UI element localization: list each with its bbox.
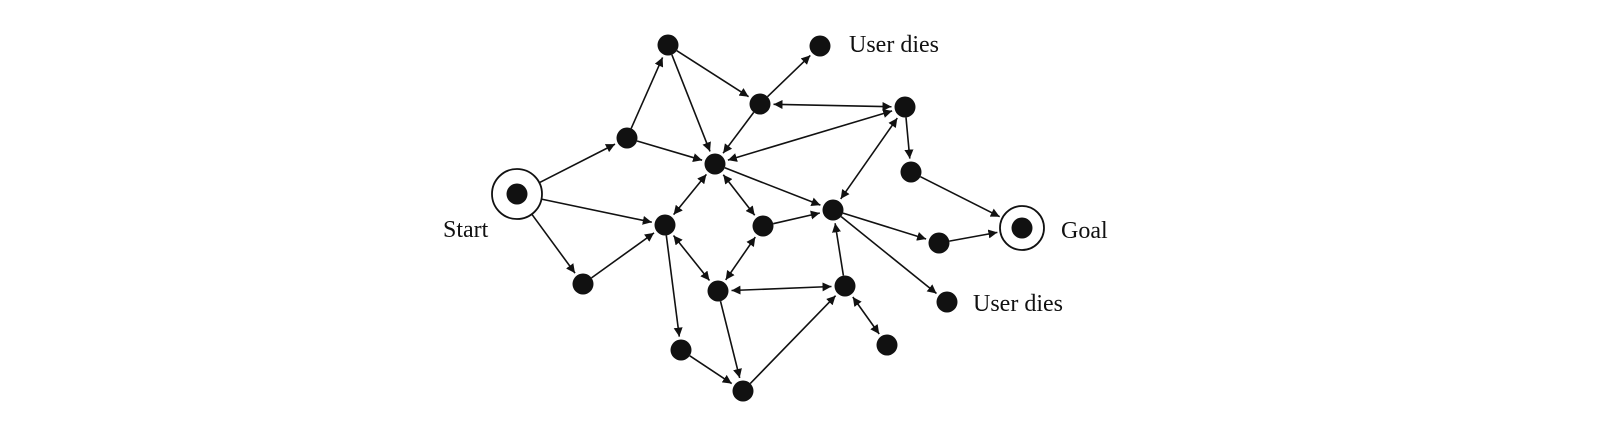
edge-n3-die_upper xyxy=(766,54,811,98)
node-goal xyxy=(1011,217,1033,239)
edge-n14-n10 xyxy=(832,223,845,276)
node-n2 xyxy=(616,127,638,149)
node-n15 xyxy=(670,339,692,361)
node-n17 xyxy=(876,334,898,356)
start-label: Start xyxy=(443,217,489,243)
node-n9 xyxy=(822,199,844,221)
edge-start-n12 xyxy=(531,213,576,274)
edge-n1-n5 xyxy=(671,54,711,152)
edge-n10-n11 xyxy=(842,212,927,241)
node-n11 xyxy=(928,232,950,254)
edge-n13-n14 xyxy=(731,282,832,295)
edge-start-n7 xyxy=(541,198,652,225)
node-die_lower xyxy=(936,291,958,313)
edge-n7-n15 xyxy=(665,235,683,337)
node-n6 xyxy=(900,161,922,183)
edge-n14-n17 xyxy=(852,296,880,335)
node-n5 xyxy=(704,153,726,175)
edge-n6-goal xyxy=(920,175,1001,218)
node-n4 xyxy=(894,96,916,118)
node-die_upper xyxy=(809,35,831,57)
node-n1 xyxy=(657,34,679,56)
edge-n10-die_lower xyxy=(840,215,938,295)
edge-n15-n16 xyxy=(689,355,733,385)
edge-n11-goal xyxy=(949,229,998,242)
goal-ring xyxy=(999,205,1045,251)
label-layer: Start Goal User dies User dies xyxy=(443,32,1108,317)
edge-n16-n14 xyxy=(749,295,837,385)
edge-n3-n4 xyxy=(773,99,892,112)
user-dies-upper-label: User dies xyxy=(849,32,939,58)
node-n3 xyxy=(749,93,771,115)
node-layer xyxy=(491,34,1045,402)
edge-n5-n10 xyxy=(724,167,821,207)
edge-n4-n10 xyxy=(840,117,898,200)
node-n14 xyxy=(834,275,856,297)
goal-label: Goal xyxy=(1061,218,1108,244)
user-dies-lower-label: User dies xyxy=(973,291,1063,317)
edge-n2-n1 xyxy=(630,57,664,129)
edge-n7-n13 xyxy=(672,235,711,281)
node-n13 xyxy=(707,280,729,302)
edge-n5-n7 xyxy=(672,173,708,216)
node-n8 xyxy=(752,215,774,237)
edge-n4-n6 xyxy=(904,117,914,159)
edge-n5-n8 xyxy=(722,174,756,216)
edge-n13-n16 xyxy=(719,301,742,379)
node-n12 xyxy=(572,273,594,295)
edge-start-n2 xyxy=(538,143,616,184)
edge-n8-n10 xyxy=(773,210,820,225)
edge-n1-n3 xyxy=(676,50,750,98)
node-n7 xyxy=(654,214,676,236)
edge-n12-n7 xyxy=(591,232,655,279)
node-n16 xyxy=(732,380,754,402)
edge-n3-n5 xyxy=(722,111,755,154)
edge-n4-n5 xyxy=(727,109,893,162)
edge-layer xyxy=(531,50,1001,385)
edge-n8-n13 xyxy=(725,236,756,281)
edge-n2-n5 xyxy=(636,140,703,162)
node-start xyxy=(506,183,528,205)
start-ring xyxy=(491,168,543,220)
